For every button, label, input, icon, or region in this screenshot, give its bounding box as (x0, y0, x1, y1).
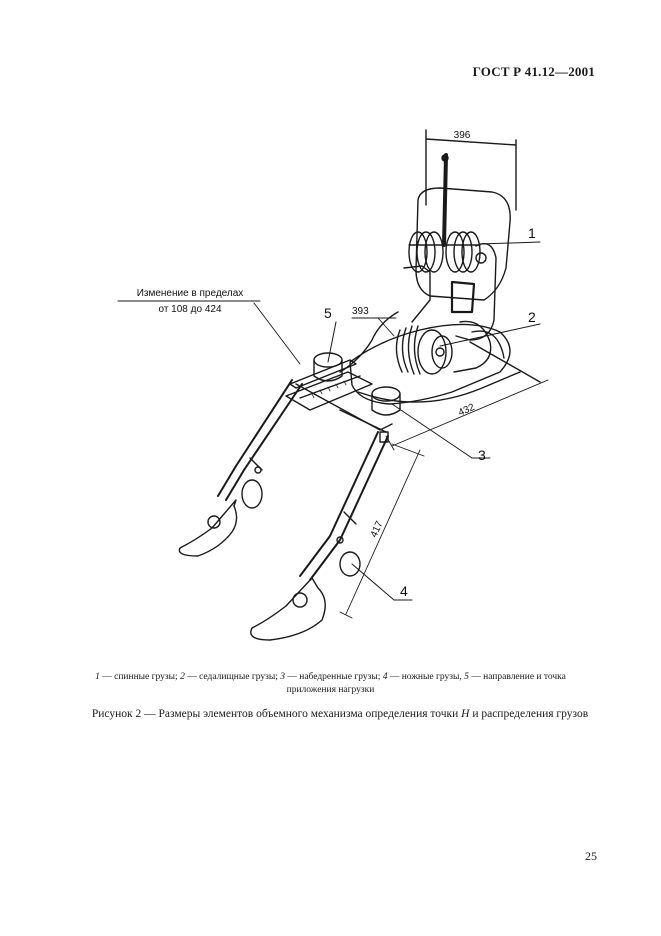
legend-text-3: набедренные грузы; (299, 672, 381, 682)
legend-num-3: 3 (280, 672, 285, 682)
legend-text-5: направление и точка приложения нагрузки (286, 672, 566, 695)
range-note-line2: от 108 до 424 (158, 304, 221, 315)
back-weights (408, 231, 481, 273)
dim-432-line (391, 379, 549, 447)
figure-legend: 1 — спинные грузы; 2 — седалищные грузы;… (95, 672, 566, 695)
callout-1: 1 (528, 225, 536, 241)
legend-num-5: 5 (464, 672, 469, 682)
legend-text-4: ножные грузы, (401, 672, 462, 682)
page-number: 25 (585, 849, 597, 863)
dim-417-line (345, 449, 421, 615)
range-note-line1: Изменение в пределах (137, 288, 244, 299)
right-shoe (250, 577, 326, 641)
thigh-weights (313, 352, 401, 416)
dim-417-label: 417 (369, 519, 386, 539)
callout-3-leader (391, 403, 473, 459)
callout-1-leader (479, 241, 541, 245)
left-shoe (178, 499, 238, 557)
dim-432-label: 432 (457, 402, 477, 419)
legend-text-2: седалищные грузы; (199, 672, 278, 682)
back-pan (415, 187, 511, 301)
callout-5: 5 (324, 305, 332, 321)
seat-pan (349, 323, 511, 405)
right-leg (250, 431, 389, 641)
seat-weights (395, 325, 453, 375)
thigh-bar-plate (285, 371, 373, 411)
legend-text-1: спинные грузы; (114, 672, 178, 682)
cable (339, 311, 399, 373)
standard-code-header: ГОСТ Р 41.12—2001 (472, 64, 595, 79)
dim-396-label: 396 (454, 130, 471, 141)
legend-num-2: 2 (180, 672, 185, 682)
callout-2: 2 (528, 309, 536, 325)
h-point-machine-figure: 396 393 432 417 Изменение в пределах от … (117, 129, 549, 641)
dim-393-label: 393 (352, 306, 369, 317)
caption-prefix: Рисунок 2 — Размеры элементов объемного … (91, 708, 459, 720)
dim-396-line (425, 138, 517, 146)
figure-caption: Рисунок 2 — Размеры элементов объемного … (60, 708, 620, 720)
callout-5-leader (327, 321, 337, 363)
caption-italic-letter: H (461, 708, 470, 720)
legend-num-1: 1 (95, 672, 100, 682)
legend-num-4: 4 (382, 672, 388, 682)
callout-4-leader (351, 563, 395, 601)
figure-drawing: 396 393 432 417 Изменение в пределах от … (117, 129, 549, 641)
callout-3: 3 (478, 447, 486, 463)
callout-4: 4 (400, 583, 408, 599)
callout-2-leader (439, 323, 541, 347)
left-leg (178, 379, 303, 557)
caption-suffix: и распределения грузов (472, 708, 589, 720)
